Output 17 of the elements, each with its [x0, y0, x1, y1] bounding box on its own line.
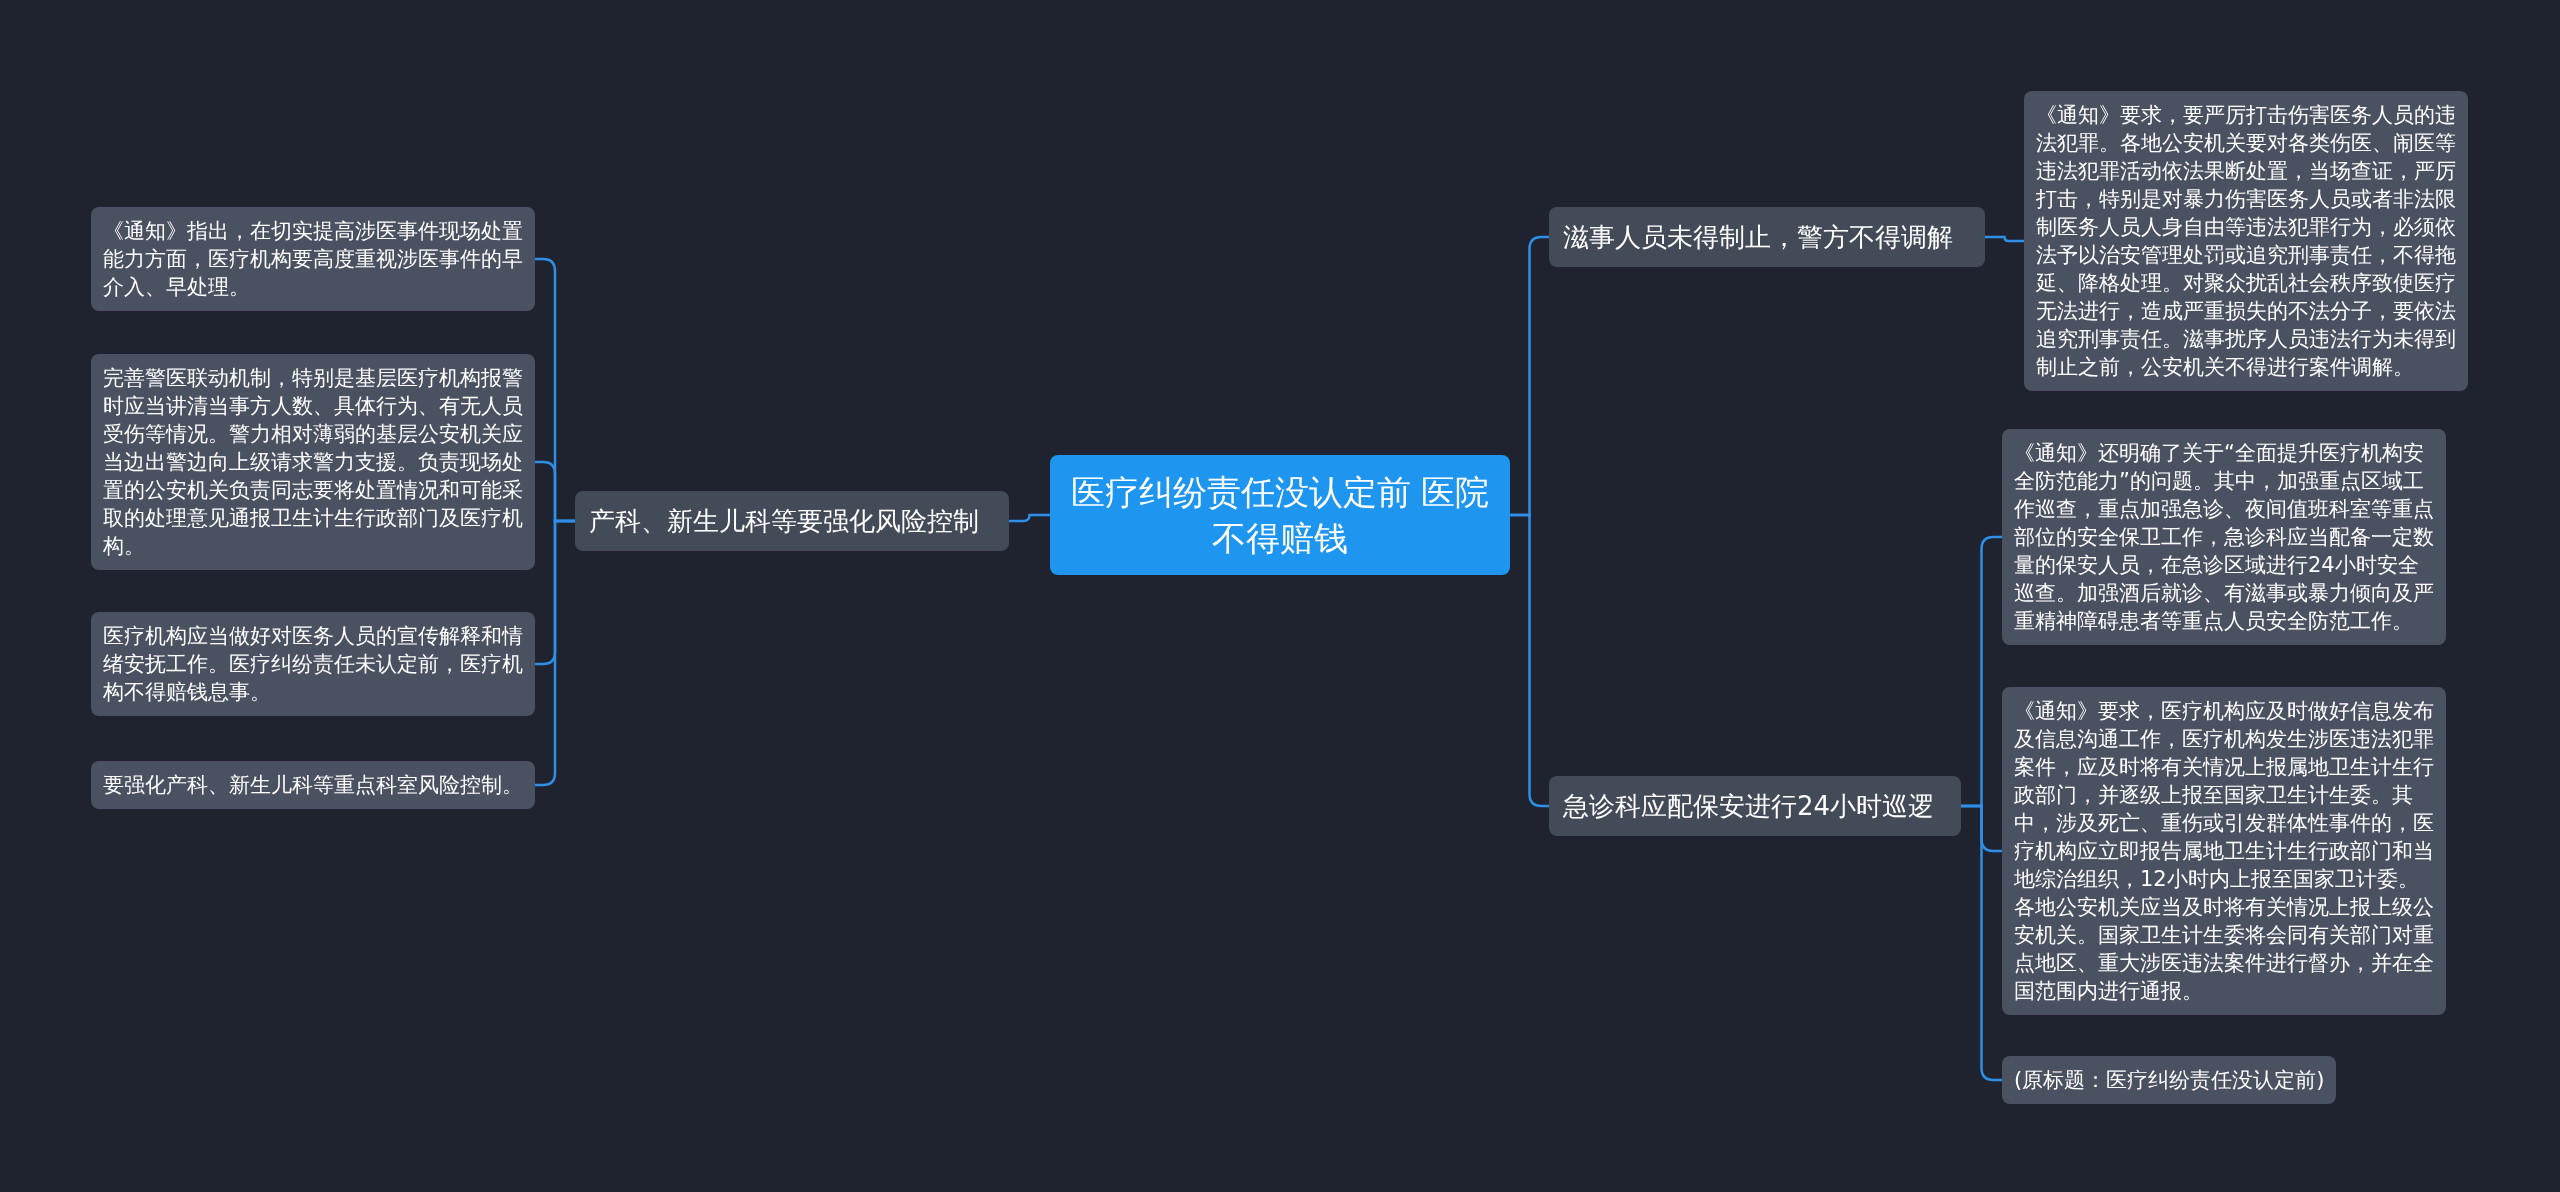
note-box: 《通知》指出，在切实提高涉医事件现场处置能力方面，医疗机构要高度重视涉医事件的早介入、早处理。 [91, 207, 535, 311]
branch-topic-box: 滋事人员未得制止，警方不得调解 [1549, 207, 1985, 267]
branch-topic-box: 急诊科应配保安进行24小时巡逻 [1549, 776, 1961, 836]
connector-line [1009, 513, 1050, 523]
root-topic-box: 医疗纠纷责任没认定前 医院不得赔钱 [1050, 455, 1510, 575]
connector-line [1510, 513, 1549, 808]
note-box: 《通知》要求，医疗机构应及时做好信息发布及信息沟通工作，医疗机构发生涉医违法犯罪案件，应及时将有关情况上报属地卫生计生行政部门，并逐级上报至国家卫生计生委。其中，涉及死亡、重伤或引发群体性事件的，医疗机构应立即报告属地卫生计生行政部门和当地综治组织，12小时内上报至国家卫计委。各地公安机关应当及时将有关情况上报上级公安机关。国家卫生计生委将会同有关部门对重点地区、重大涉医违法案件进行督办，并在全国范围内进行通报。 [2002, 687, 2446, 1015]
note-box: 《通知》要求，要严厉打击伤害医务人员的违法犯罪。各地公安机关要对各类伤医、闹医等违法犯罪活动依法果断处置，当场查证，严厉打击，特别是对暴力伤害医务人员或者非法限制医务人员人身自由等违法犯罪行为，必须依法予以治安管理处罚或追究刑事责任，不得拖延、降格处理。对聚众扰乱社会秩序致使医疗无法进行，造成严重损失的不法分子，要依法追究刑事责任。滋事扰序人员违法行为未得到制止之前，公安机关不得进行案件调解。 [2024, 91, 2468, 391]
connector-line [535, 519, 575, 787]
note-box: 医疗机构应当做好对医务人员的宣传解释和情绪安抚工作。医疗纠纷责任未认定前，医疗机构不得赔钱息事。 [91, 612, 535, 716]
note-box: (原标题：医疗纠纷责任没认定前) [2002, 1056, 2337, 1104]
branch-topic-box: 产科、新生儿科等要强化风险控制 [575, 491, 1009, 551]
connector-line [1985, 235, 2024, 243]
connector-line [1961, 804, 2002, 1082]
note-box: 《通知》还明确了关于“全面提升医疗机构安全防范能力”的问题。其中，加强重点区域工作巡查，重点加强急诊、夜间值班科室等重点部位的安全保卫工作，急诊科应当配备一定数量的保安人员，在急诊区域进行24小时安全巡查。加强酒后就诊、有滋事或暴力倾向及严重精神障碍患者等重点人员安全防范工作。 [2002, 429, 2446, 645]
note-box: 完善警医联动机制，特别是基层医疗机构报警时应当讲清当事方人数、具体行为、有无人员受伤等情况。警力相对薄弱的基层公安机关应当边出警边向上级请求警力支援。负责现场处置的公安机关负责同志要将处置情况和可能采取的处理意见通报卫生计生行政部门及医疗机构。 [91, 354, 535, 570]
note-box: 要强化产科、新生儿科等重点科室风险控制。 [91, 761, 535, 809]
